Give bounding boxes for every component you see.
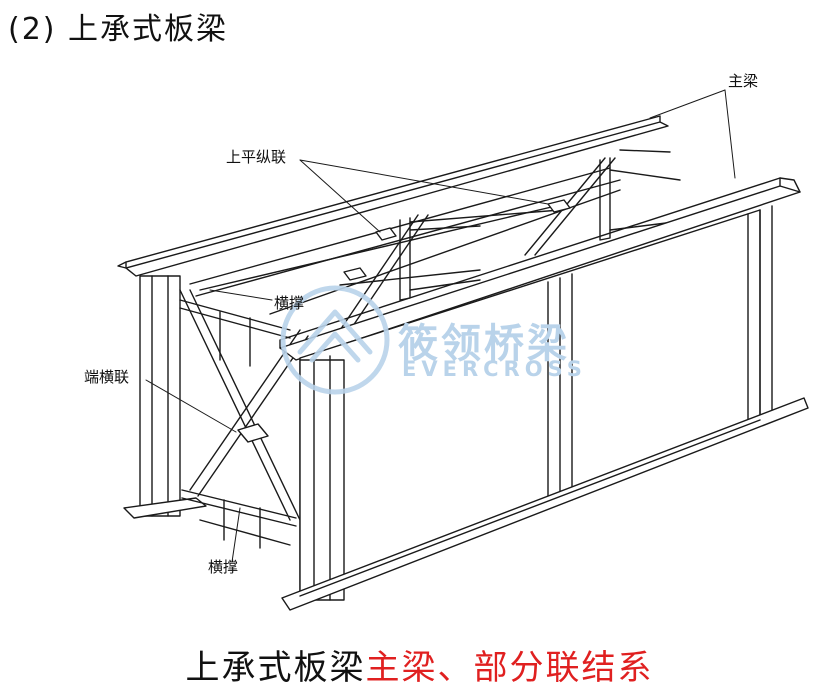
leader-lines [145,89,736,563]
figure-caption: 上承式板梁主梁、部分联结系 [0,640,839,689]
front-main-girder [279,177,809,611]
caption-black-part: 上承式板梁 [185,648,366,688]
label-main-girder: 主梁 [728,72,759,90]
watermark-logo [280,285,390,395]
label-cross-brace-bottom: 横撑 [208,558,239,576]
label-top-lateral-bracing: 上平纵联 [226,148,287,166]
caption-red-part: 主梁、部分联结系 [365,648,654,688]
label-cross-brace-top: 横撑 [274,294,305,312]
page-title: (2) 上承式板梁 [8,12,229,47]
label-end-cross-frame: 端横联 [84,368,130,386]
top-lateral-bracing [189,157,621,346]
end-cross-frame [179,289,309,549]
back-main-girder [117,115,669,519]
watermark-text-cn: 筱领桥梁 [398,321,570,367]
watermark-text-en: EVERCROSS [402,357,587,381]
